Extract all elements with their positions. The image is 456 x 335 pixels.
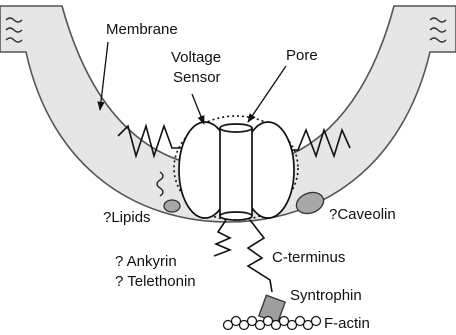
label-lipids: ?Lipids [103, 209, 151, 226]
label-voltage-sensor-line2: Sensor [173, 69, 221, 86]
label-voltage-sensor-line1: Voltage [171, 49, 221, 66]
label-ankyrin: ? Ankyrin [115, 253, 177, 270]
voltage-sensor-arrow [192, 94, 204, 124]
label-membrane: Membrane [106, 21, 178, 38]
label-syntrophin: Syntrophin [290, 287, 362, 304]
c-terminus-chain [248, 220, 272, 292]
lipid-blob [164, 200, 180, 212]
label-telethonin: ? Telethonin [115, 273, 196, 290]
label-pore: Pore [286, 47, 318, 64]
pore-cylinder-body [220, 128, 252, 216]
label-caveolin: ?Caveolin [329, 206, 396, 223]
pore-cylinder-bottom [220, 212, 252, 220]
pore-cylinder-top [220, 124, 252, 132]
label-c-terminus: C-terminus [272, 249, 345, 266]
pore-arrow [248, 66, 286, 122]
f-actin-chain [224, 317, 321, 330]
ankyrin-link [214, 220, 230, 256]
label-f-actin: F-actin [324, 315, 370, 332]
